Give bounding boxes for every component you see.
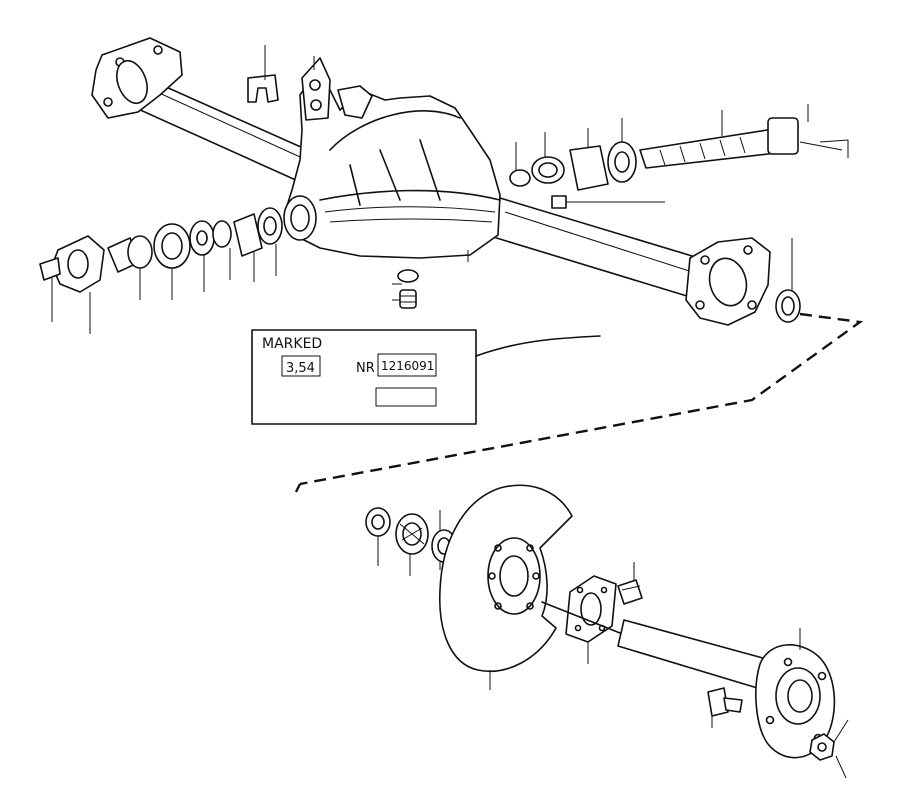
- hub-bearings: [365, 507, 457, 563]
- drain-plug: [397, 269, 419, 309]
- marked-tag: MARKED 3,54 NR 1216091: [251, 329, 601, 425]
- left-side-parts: [39, 207, 283, 293]
- marked-tag-leader: [475, 335, 601, 357]
- wheel-stud: [707, 687, 743, 717]
- wheel-nut: [809, 733, 835, 761]
- leader-lines-lower: [377, 510, 849, 779]
- ratio-value: 3,54: [286, 361, 315, 376]
- marked-tag-frame: [251, 329, 477, 425]
- blank-box: [375, 387, 437, 407]
- breather-clip: [551, 195, 665, 209]
- gasket: [565, 575, 617, 643]
- half-shaft: [541, 601, 771, 691]
- hub-brake-assembly: [365, 484, 849, 779]
- nr-box: [377, 353, 437, 377]
- pinion-shaft: [639, 117, 799, 169]
- left-axle-flange: [91, 37, 183, 119]
- right-oil-seal: [775, 289, 801, 323]
- nr-label: NR: [356, 361, 375, 376]
- right-axle-tube: [489, 197, 713, 301]
- marked-title: MARKED: [262, 336, 322, 352]
- right-axle-flange: [685, 237, 771, 326]
- hub-flange: [755, 644, 836, 759]
- rear-axle-assembly: [39, 37, 849, 334]
- tube-bracket: [247, 74, 279, 103]
- nr-value: 1216091: [381, 359, 434, 373]
- brake-backing-plate: [439, 484, 573, 672]
- ratio-box: [281, 355, 321, 377]
- pinion-bearings: [509, 141, 637, 191]
- plate-bolt: [617, 579, 643, 605]
- dashed-connectors: [294, 312, 864, 493]
- leader-lines-upper: [51, 45, 849, 334]
- differential-housing: [283, 57, 501, 259]
